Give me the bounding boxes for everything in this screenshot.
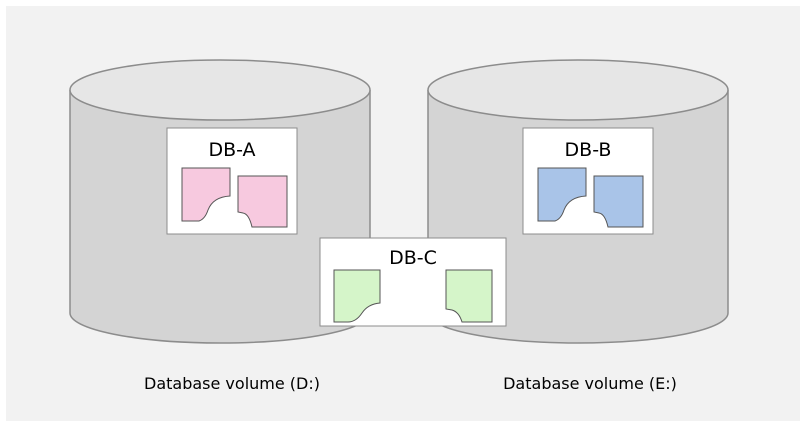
volume-e-label: Database volume (E:) <box>503 374 677 393</box>
file-icon <box>593 175 644 228</box>
cylinder-top <box>69 59 371 121</box>
file-icon <box>537 167 587 222</box>
cylinder-top <box>427 59 729 121</box>
db-b-title: DB-B <box>565 139 612 161</box>
db-a-title: DB-A <box>208 139 255 161</box>
db-b-box: DB-B <box>522 127 654 235</box>
db-a-box: DB-A <box>166 127 298 235</box>
file-icon <box>333 269 381 323</box>
db-c-title: DB-C <box>389 247 437 269</box>
volume-d-label: Database volume (D:) <box>144 374 320 393</box>
file-icon <box>237 175 288 228</box>
file-icon <box>181 167 231 222</box>
db-c-box: DB-C <box>319 237 507 327</box>
file-icon <box>445 269 493 323</box>
